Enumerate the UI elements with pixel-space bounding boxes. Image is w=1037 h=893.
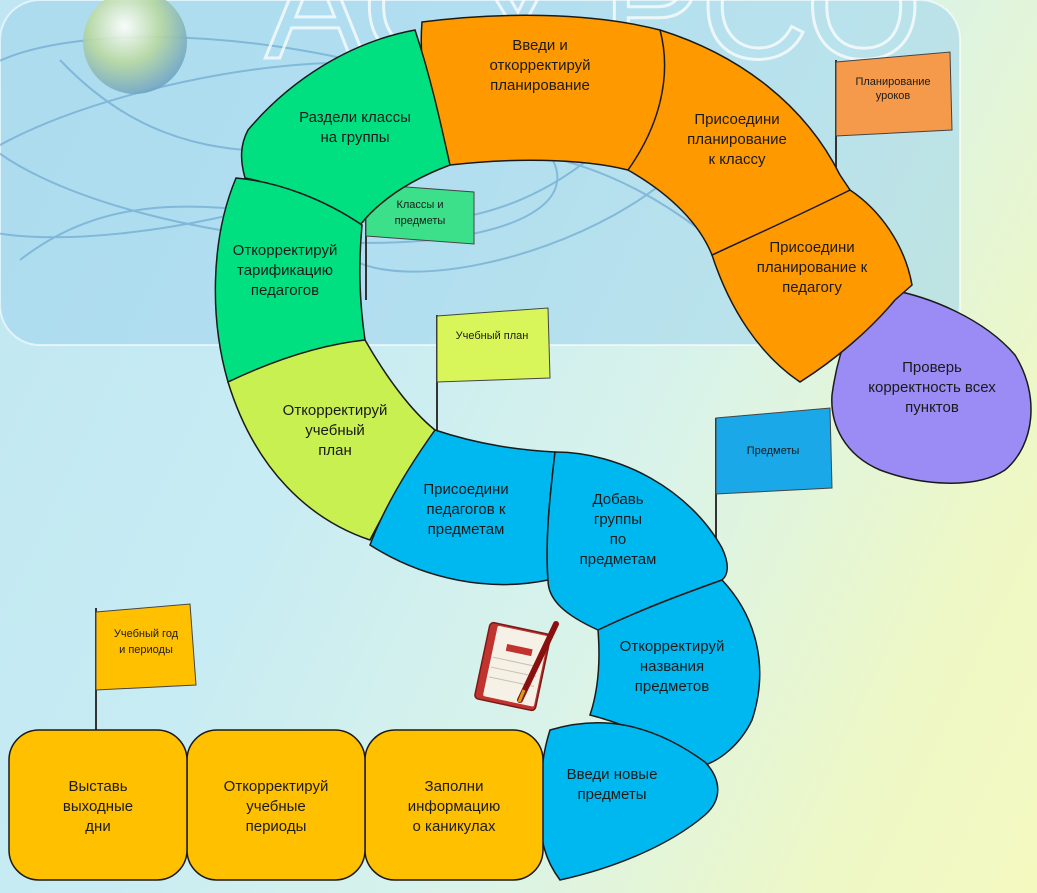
seg-plan-line1: Введи и	[512, 37, 568, 54]
seg-curriculum-line2: учебный	[305, 422, 365, 439]
step-groups: Добавь группы по предметам	[546, 451, 728, 631]
seg-plan-class-line3: к классу	[708, 151, 766, 168]
step-subject-names: Откорректируй названия предметов	[589, 579, 761, 766]
step-weekends: Выставь выходные дни	[8, 729, 188, 881]
notebook-icon	[474, 621, 552, 712]
flag-lessons-line2: уроков	[876, 90, 911, 102]
step-teachers: Присоедини педагогов к предметам	[369, 429, 556, 586]
step-tariff: Откорректируй тарификацию педагогов	[214, 177, 366, 384]
seg-plan-teacher-line3: педагогу	[782, 279, 842, 296]
seg-new-subjects-line1: Введи новые	[567, 766, 658, 783]
seg-split-line1: Раздели классы	[299, 109, 411, 126]
seg-plan-class-line1: Присоедини	[694, 111, 779, 128]
flag-lessons: Планирование уроков	[835, 51, 953, 175]
step-holidays: Заполни информацию о каникулах	[364, 729, 544, 881]
seg-weekends-line2: выходные	[63, 798, 133, 815]
step-check: Проверь корректность всех пунктов	[831, 287, 1032, 484]
svg-text:Учебный план: Учебный план	[456, 330, 529, 342]
seg-teachers-line2: педагогов к	[427, 501, 506, 518]
flag-year-line1: Учебный год	[114, 628, 179, 640]
seg-groups-line1: Добавь	[592, 491, 643, 508]
seg-plan-line2: откорректируй	[489, 57, 590, 74]
flag-subjects: Предметы	[715, 407, 833, 548]
seg-new-subjects-line2: предметы	[577, 786, 646, 803]
seg-weekends-line1: Выставь	[68, 778, 127, 795]
flag-classes-line1: Классы и	[396, 199, 443, 211]
flag-plan-line1: Учебный план	[456, 330, 529, 342]
svg-text:Предметы: Предметы	[747, 445, 800, 457]
seg-holidays-line1: Заполни	[425, 778, 484, 795]
seg-subject-names-line3: предметов	[635, 678, 709, 695]
seg-tariff-line2: тарификацию	[237, 262, 333, 279]
seg-weekends-line3: дни	[85, 818, 110, 835]
step-periods: Откорректируй учебные периоды	[186, 729, 366, 881]
pen-icon	[517, 621, 559, 703]
flag-classes-line2: предметы	[395, 215, 446, 227]
seg-holidays-line3: о каникулах	[413, 818, 496, 835]
seg-periods-line1: Откорректируй	[224, 778, 329, 795]
seg-curriculum-line1: Откорректируй	[283, 402, 388, 419]
seg-curriculum-line3: план	[318, 442, 352, 459]
step-curriculum: Откорректируй учебный план	[227, 339, 436, 541]
seg-plan-teacher-line2: планирование к	[757, 259, 868, 276]
step-plan-teacher: Присоедини планирование к педагогу	[711, 189, 913, 383]
flag-year-line2: и периоды	[119, 644, 173, 656]
seg-tariff-line3: педагогов	[251, 282, 319, 299]
step-new-subjects: Введи новые предметы	[539, 722, 719, 881]
seg-check-line2: корректность всех	[868, 379, 996, 396]
seg-teachers-line1: Присоедини	[423, 481, 508, 498]
flag-plan: Учебный план	[436, 307, 551, 430]
seg-check-line1: Проверь	[902, 359, 962, 376]
seg-split-line2: на группы	[321, 129, 390, 146]
seg-teachers-line3: предметам	[428, 521, 505, 538]
seg-tariff-line1: Откорректируй	[233, 242, 338, 259]
seg-holidays-line2: информацию	[408, 798, 501, 815]
seg-groups-line4: предметам	[580, 551, 657, 568]
seg-groups-line2: группы	[594, 511, 642, 528]
globe-icon	[83, 0, 187, 94]
step-split: Раздели классы на группы	[240, 29, 451, 226]
seg-plan-class-line2: планирование	[687, 131, 787, 148]
seg-groups-line3: по	[610, 531, 626, 548]
step-plan: Введи и откорректируй планирование	[420, 14, 666, 171]
seg-subject-names-line1: Откорректируй	[620, 638, 725, 655]
seg-periods-line2: учебные	[246, 798, 306, 815]
flag-lessons-line1: Планирование	[855, 76, 930, 88]
flag-classes: Классы и предметы	[365, 182, 475, 300]
seg-subject-names-line2: названия	[640, 658, 704, 675]
flag-subjects-line1: Предметы	[747, 445, 800, 457]
seg-plan-line3: планирование	[490, 77, 590, 94]
seg-check-line3: пунктов	[905, 399, 959, 416]
flag-year: Учебный год и периоды	[95, 603, 197, 730]
seg-periods-line3: периоды	[246, 818, 307, 835]
seg-plan-teacher-line1: Присоедини	[769, 239, 854, 256]
